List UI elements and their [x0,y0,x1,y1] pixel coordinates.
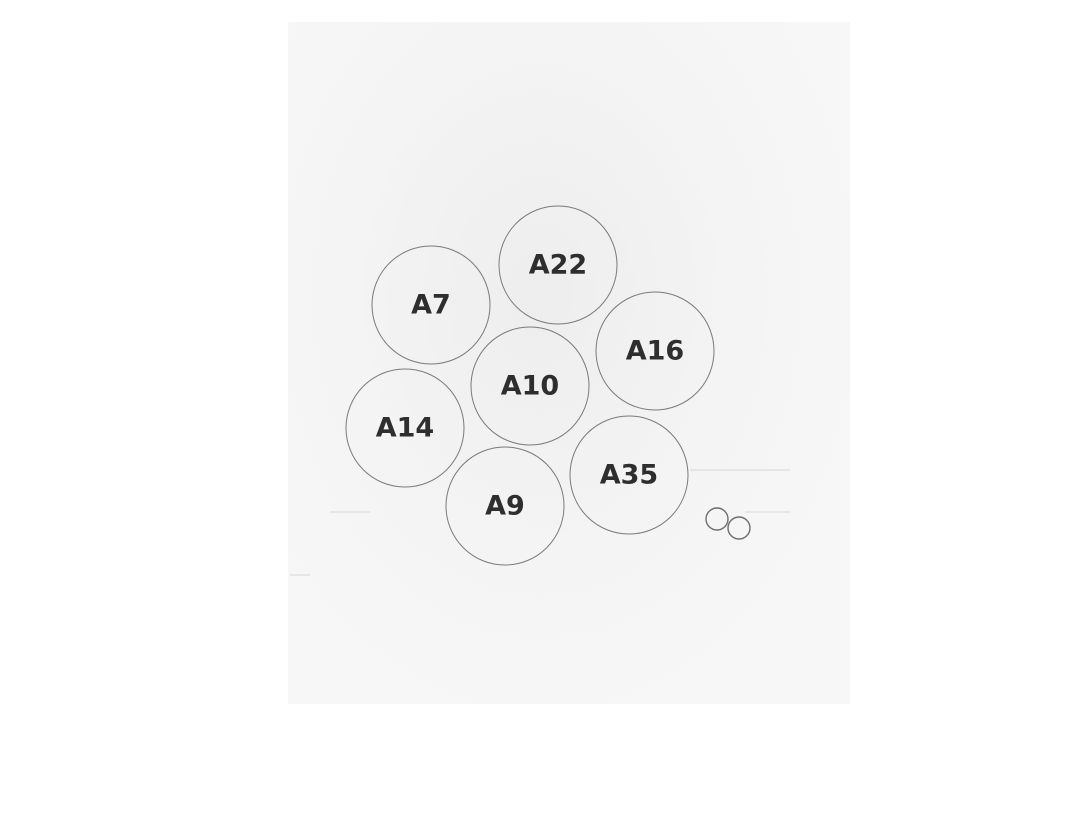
circle-label: A14 [376,413,434,444]
small-ring-marker [727,516,751,540]
circle-label: A10 [501,371,559,402]
circle-node: A14 [345,368,465,488]
circle-node: A7 [371,245,491,365]
circle-label: A7 [411,290,451,321]
circle-outline [595,291,715,411]
circle-node: A16 [595,291,715,411]
circle-node: A35 [569,415,689,535]
circle-node: A9 [445,446,565,566]
circle-label: A35 [600,460,658,491]
scanned-paper-background [288,22,850,704]
circle-outline [569,415,689,535]
circle-outline [445,446,565,566]
circle-label: A9 [485,491,525,522]
circle-node: A22 [498,205,618,325]
circle-outline [371,245,491,365]
circle-label: A16 [626,336,684,367]
circle-outline [470,326,590,446]
circle-label: A22 [529,250,587,281]
circle-outline [345,368,465,488]
circle-node: A10 [470,326,590,446]
small-ring-marker [705,507,729,531]
circle-outline [498,205,618,325]
